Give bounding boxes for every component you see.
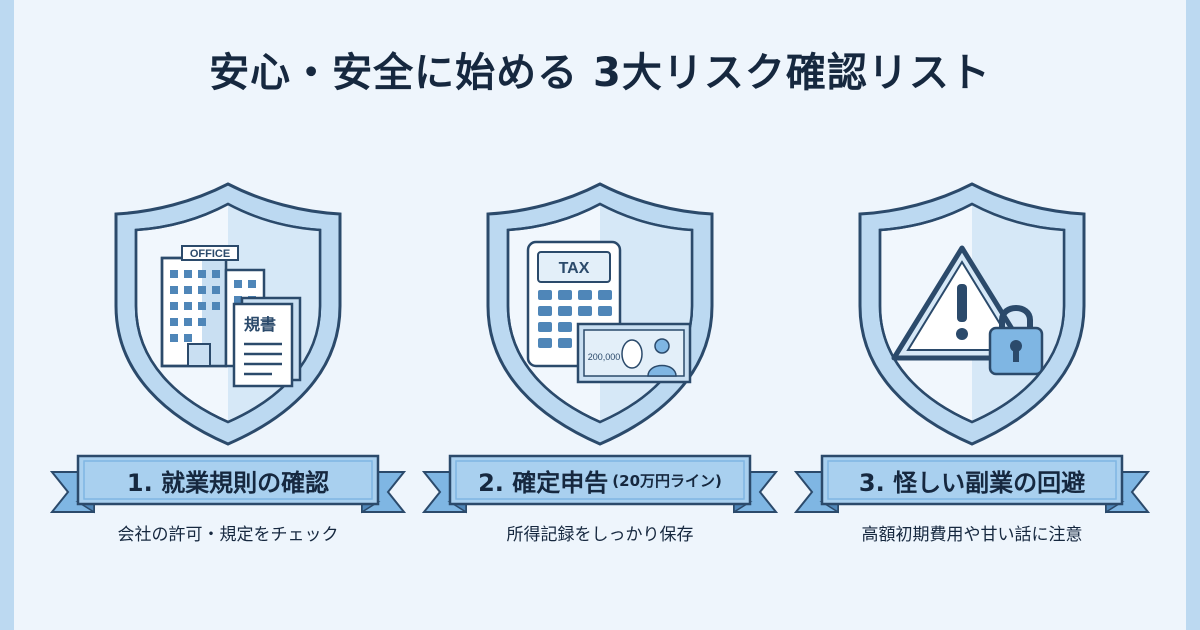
shield-icon: TAX 200,000 xyxy=(480,178,720,450)
document-label-text: 規書 xyxy=(244,315,276,334)
card-title-wrap: 2. 確定申告 (20万円ライン) xyxy=(460,458,740,502)
page-title: 安心・安全に始める 3大リスク確認リスト xyxy=(209,50,991,96)
card-title: 3. 怪しい副業の回避 xyxy=(858,468,1086,497)
card-title: 2. 確定申告 xyxy=(478,468,609,497)
card-title-suffix: (20万円ライン) xyxy=(612,471,722,490)
risk-card-suspicious-jobs: 3. 怪しい副業の回避 高額初期費用や甘い話に注意 xyxy=(792,170,1152,550)
office-sign-text: OFFICE xyxy=(190,248,230,260)
shield-icon xyxy=(852,178,1092,450)
calculator-label-text: TAX xyxy=(559,260,590,277)
risk-card-work-rules: OFFICE 規書 1. 就業規則の確認 会社の xyxy=(48,170,408,550)
card-caption: 所得記録をしっかり保存 xyxy=(506,525,694,545)
banknote-amount-text: 200,000 xyxy=(588,352,621,362)
tax-calculator-with-banknote-icon: TAX 200,000 xyxy=(526,240,692,384)
risk-card-tax-return: TAX 200,000 2. 確定申告 (20万円ライン) 所得記録をしっかり保… xyxy=(420,170,780,550)
office-building-with-rules-document-icon: OFFICE 規書 xyxy=(160,245,302,388)
card-title: 1. 就業規則の確認 xyxy=(126,468,330,497)
left-edge-stripe xyxy=(0,0,14,630)
shield-icon: OFFICE 規書 xyxy=(108,178,348,450)
warning-triangle-with-padlock-icon xyxy=(891,245,1044,376)
right-edge-stripe xyxy=(1186,0,1200,630)
card-caption: 会社の許可・規定をチェック xyxy=(117,525,339,545)
card-caption: 高額初期費用や甘い話に注意 xyxy=(861,525,1083,545)
